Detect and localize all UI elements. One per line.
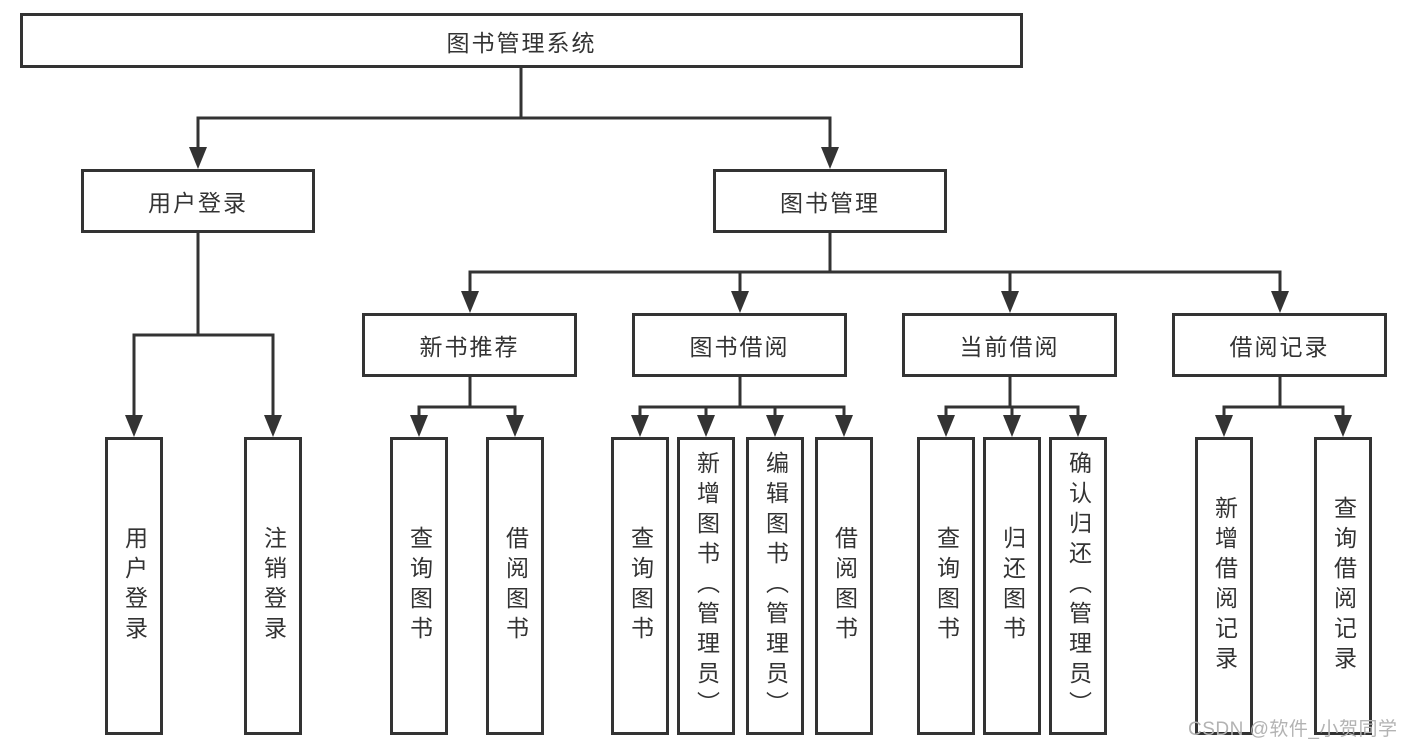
node-label: 编辑图书（管理员） bbox=[762, 451, 789, 721]
node-user-login-branch: 用户登录 bbox=[81, 169, 315, 233]
node-label: 用户登录 bbox=[148, 190, 248, 216]
leaf-current-confirm-return-admin: 确认归还（管理员） bbox=[1049, 437, 1107, 735]
node-label: 图书借阅 bbox=[689, 334, 790, 360]
leaf-recommend-query-book: 查询图书 bbox=[390, 437, 448, 735]
node-label: 当前借阅 bbox=[959, 334, 1060, 360]
node-label: 图书管理系统 bbox=[446, 29, 597, 56]
node-label: 新增借阅记录 bbox=[1211, 496, 1238, 676]
leaf-recommend-borrow-book: 借阅图书 bbox=[486, 437, 544, 735]
leaf-record-query-borrow-record: 查询借阅记录 bbox=[1314, 437, 1372, 735]
leaf-borrow-query-book: 查询图书 bbox=[611, 437, 669, 735]
leaf-borrow-add-book-admin: 新增图书（管理员） bbox=[677, 437, 735, 735]
node-label: 确认归还（管理员） bbox=[1065, 451, 1092, 721]
node-label: 查询图书 bbox=[627, 526, 654, 646]
node-new-book-recommend: 新书推荐 bbox=[362, 313, 577, 377]
node-label: 用户登录 bbox=[121, 526, 148, 646]
leaf-user-login: 用户登录 bbox=[105, 437, 163, 735]
csdn-watermark: CSDN @软件_小贺同学 bbox=[1188, 719, 1398, 740]
node-borrow-records: 借阅记录 bbox=[1172, 313, 1387, 377]
node-label: 查询图书 bbox=[933, 526, 960, 646]
node-label: 借阅图书 bbox=[831, 526, 858, 646]
node-label: 借阅记录 bbox=[1229, 334, 1330, 360]
node-library-management-system: 图书管理系统 bbox=[20, 13, 1023, 68]
leaf-logout: 注销登录 bbox=[244, 437, 302, 735]
node-label: 图书管理 bbox=[780, 190, 880, 216]
leaf-current-query-book: 查询图书 bbox=[917, 437, 975, 735]
node-label: 新增图书（管理员） bbox=[693, 451, 720, 721]
leaf-current-return-book: 归还图书 bbox=[983, 437, 1041, 735]
node-label: 查询图书 bbox=[406, 526, 433, 646]
node-label: 查询借阅记录 bbox=[1330, 496, 1357, 676]
leaf-borrow-borrow-book: 借阅图书 bbox=[815, 437, 873, 735]
node-book-borrow: 图书借阅 bbox=[632, 313, 847, 377]
node-label: 归还图书 bbox=[999, 526, 1026, 646]
node-label: 注销登录 bbox=[260, 526, 287, 646]
leaf-record-add-borrow-record: 新增借阅记录 bbox=[1195, 437, 1253, 735]
node-book-management-branch: 图书管理 bbox=[713, 169, 947, 233]
node-label: 新书推荐 bbox=[419, 334, 520, 360]
leaf-borrow-edit-book-admin: 编辑图书（管理员） bbox=[746, 437, 804, 735]
node-current-borrow: 当前借阅 bbox=[902, 313, 1117, 377]
node-label: 借阅图书 bbox=[502, 526, 529, 646]
